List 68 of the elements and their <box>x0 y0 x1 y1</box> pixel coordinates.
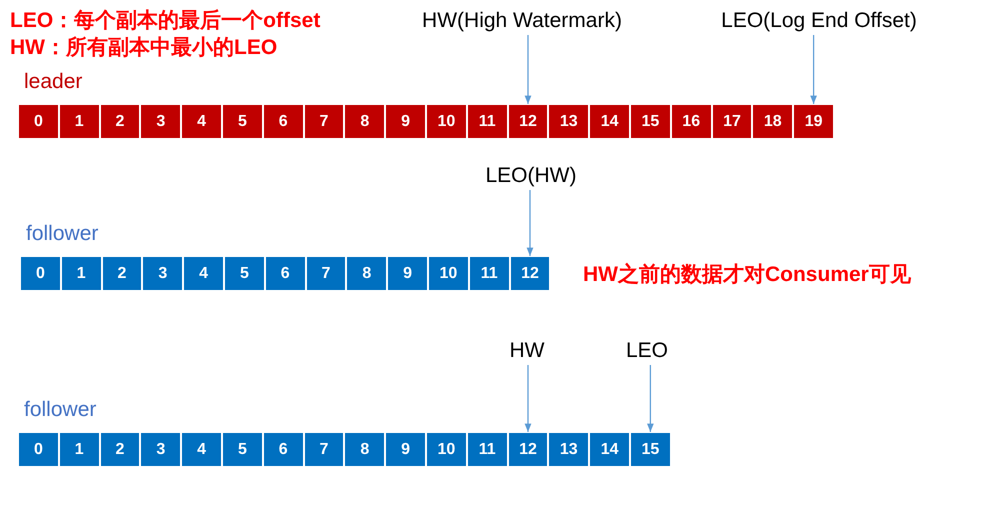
log-row <box>18 398 671 467</box>
arrow <box>647 365 654 432</box>
offset-cell: 5 <box>222 432 263 467</box>
offset-cell: 10 <box>428 256 469 291</box>
arrow <box>526 190 534 256</box>
offset-cell: 10 <box>426 104 467 139</box>
offset-cell: 16 <box>670 104 712 139</box>
offset-cell: 13 <box>548 432 590 467</box>
offset-cell: 1 <box>58 104 100 139</box>
offset-cell: 4 <box>181 432 222 467</box>
offset-cell: 17 <box>712 104 752 139</box>
row-title: follower <box>24 398 96 422</box>
offset-cell: 7 <box>306 256 346 291</box>
offset-cell: 8 <box>344 432 386 467</box>
offset-cell: 3 <box>142 256 184 291</box>
offset-cell: 9 <box>385 432 426 467</box>
note-text: HW之前的数据才对Consumer可见 <box>583 262 911 288</box>
offset-cell: 9 <box>385 104 426 139</box>
offset-cell: 11 <box>466 432 508 467</box>
offset-cell: 11 <box>466 104 508 139</box>
offset-cell: 7 <box>304 104 344 139</box>
offset-cell: 13 <box>548 104 590 139</box>
offset-cell: 0 <box>18 432 59 467</box>
offset-cell: 18 <box>752 104 794 139</box>
offset-cell: 12 <box>510 256 550 291</box>
offset-cell: 0 <box>20 256 61 291</box>
row-title: leader <box>24 70 82 94</box>
offset-cell: 10 <box>426 432 467 467</box>
offset-cell: 7 <box>304 432 344 467</box>
offset-cell: 11 <box>468 256 510 291</box>
offset-cell: 8 <box>346 256 388 291</box>
pointer-label: LEO <box>626 339 668 363</box>
log-row <box>18 70 834 139</box>
pointer-label: LEO(HW) <box>486 164 576 188</box>
offset-cell: 6 <box>262 432 304 467</box>
offset-cell: 2 <box>100 104 140 139</box>
offset-cell: 3 <box>140 104 182 139</box>
offset-cell: 15 <box>630 432 671 467</box>
offset-cell: 12 <box>508 432 548 467</box>
offset-cell: 6 <box>264 256 306 291</box>
offset-cell: 6 <box>262 104 304 139</box>
row-title: follower <box>26 222 98 246</box>
offset-cell: 0 <box>18 104 59 139</box>
pointer-label: LEO(Log End Offset) <box>721 9 917 33</box>
offset-cell: 8 <box>344 104 386 139</box>
offset-cell: 14 <box>589 432 630 467</box>
offset-cell: 2 <box>102 256 142 291</box>
offset-cell: 3 <box>140 432 182 467</box>
note-text: HW：所有副本中最小的LEO <box>10 35 278 61</box>
note-text: LEO：每个副本的最后一个offset <box>10 8 320 34</box>
arrow <box>524 365 532 432</box>
offset-cell: 14 <box>589 104 630 139</box>
pointer-label: HW <box>510 339 544 363</box>
arrow <box>810 35 817 104</box>
offset-cell: 1 <box>60 256 102 291</box>
offset-cell: 19 <box>793 104 834 139</box>
offset-cell: 4 <box>183 256 224 291</box>
offset-cell: 15 <box>630 104 671 139</box>
offset-cell: 4 <box>181 104 222 139</box>
offset-cell: 9 <box>387 256 428 291</box>
offset-cell: 5 <box>224 256 265 291</box>
pointer-label: HW(High Watermark) <box>422 9 622 33</box>
offset-cell: 1 <box>58 432 100 467</box>
offset-cell: 12 <box>508 104 548 139</box>
arrow <box>524 35 532 104</box>
offset-cell: 2 <box>100 432 140 467</box>
log-row <box>20 222 550 291</box>
offset-cell: 5 <box>222 104 263 139</box>
